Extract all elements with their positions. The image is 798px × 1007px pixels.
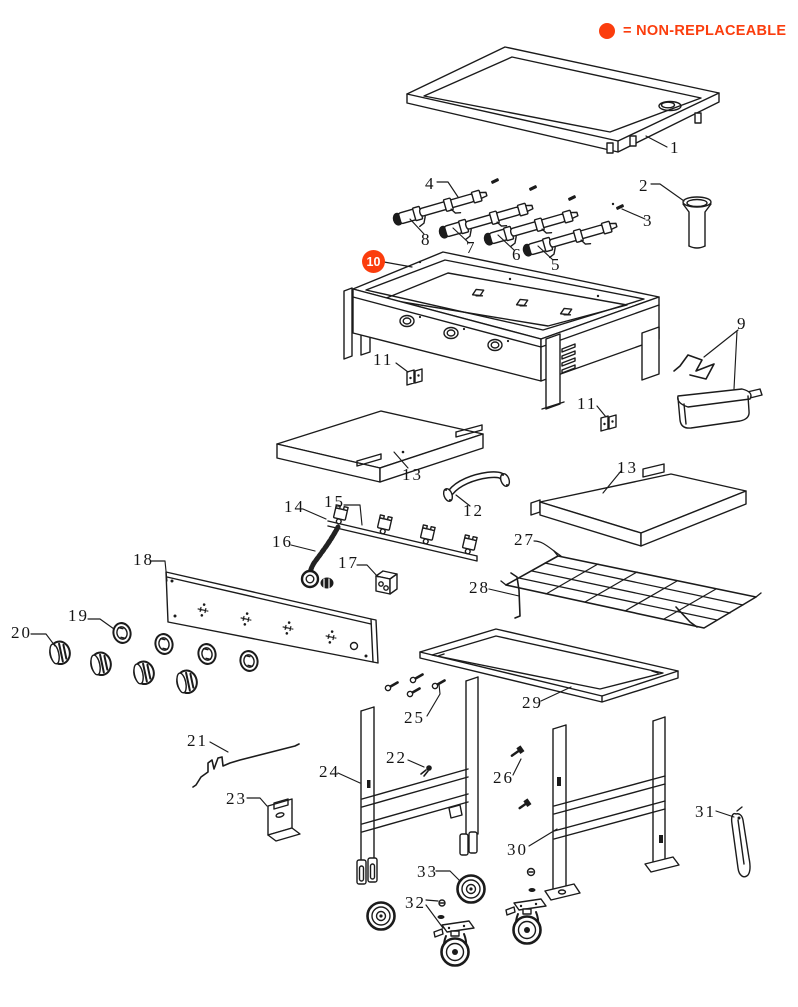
callout-2: 2 [639,176,650,195]
callout-27: 27 [514,530,535,549]
part-15-manifold [327,504,478,562]
part-17-igniter [375,570,398,595]
callout-13a: 13 [402,465,423,484]
part-2-grease-funnel [682,196,712,249]
part-22-clip [420,765,432,777]
callout-29: 29 [522,693,543,712]
callout-18: 18 [133,550,154,569]
callout-1: 1 [670,138,681,157]
part-24-left-leg-frame [356,676,479,885]
callout-14: 14 [284,497,305,516]
part-3-screw [611,202,626,211]
part-20-knobs [47,638,200,696]
callout-16: 16 [272,532,293,551]
part-25-screws [383,670,448,699]
part-16-hose-regulator [300,524,341,589]
part-10-badge: 10 [362,250,385,273]
part-18-control-panel [165,571,379,664]
part-13-right-shelf [530,463,747,547]
callout-22: 22 [386,748,407,767]
callout-24: 24 [319,762,340,781]
callout-33: 33 [417,862,438,881]
callout-11b: 11 [577,394,598,413]
callout-23: 23 [226,789,247,808]
part-21-wire-rod [192,743,300,788]
non-replaceable-dot-icon [599,23,615,39]
callout-31: 31 [695,802,716,821]
part-32-casters [432,867,548,967]
callout-7: 7 [466,238,477,257]
part-27-wire-rack [500,550,762,629]
callout-25: 25 [404,708,425,727]
part-30-right-leg-frame [544,716,680,901]
part-23-bracket [267,798,301,842]
part-29-bottom-tray [419,628,679,703]
callout-15: 15 [324,492,345,511]
callout-13b: 13 [617,458,638,477]
callout-19: 19 [68,606,89,625]
part-28-wire-legs [510,572,698,628]
callout-30: 30 [507,840,528,859]
part-10-firebox [343,251,660,410]
callout-17: 17 [338,553,359,572]
part-1-griddle-plate [406,46,720,154]
leader-lines [30,135,739,929]
part-9-grease-tray [673,354,763,429]
callout-3: 3 [643,211,654,230]
callout-9: 9 [737,314,748,333]
callout-32: 32 [405,893,426,912]
legend: = NON-REPLACEABLE [599,23,786,39]
part-31-handle [730,806,751,878]
callout-11a: 11 [373,350,394,369]
callout-8: 8 [421,230,432,249]
legend-text: = NON-REPLACEABLE [623,23,787,39]
callout-26: 26 [493,768,514,787]
part-13-left-shelf [276,410,484,483]
part-12-handle [442,471,511,502]
callout-6: 6 [512,245,523,264]
callout-20: 20 [11,623,32,642]
callout-21: 21 [187,731,208,750]
callout-5: 5 [551,255,562,274]
callout-4: 4 [425,174,436,193]
callout-28: 28 [469,578,490,597]
callout-12: 12 [463,501,484,520]
part-26-screws [510,745,532,810]
